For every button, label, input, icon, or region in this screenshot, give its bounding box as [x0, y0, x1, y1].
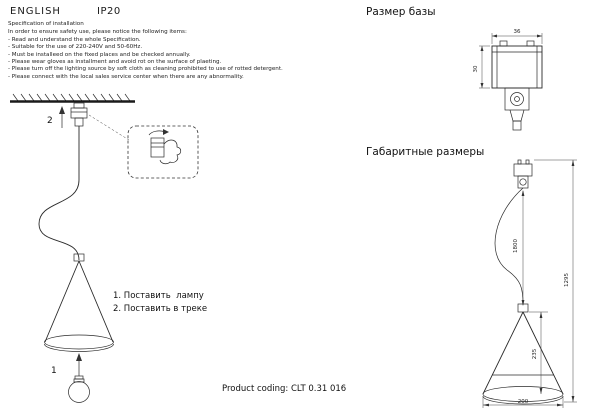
hand-icon: [159, 139, 182, 165]
base-size-drawing: 36 30: [473, 29, 543, 131]
cone-shade: [482, 303, 564, 405]
base-size-title: Размер базы: [366, 6, 436, 18]
spec-title: Specification of installation: [8, 21, 84, 27]
shade-height-value: 235: [532, 348, 538, 359]
installation-steps: 1. Поставить лампу 2. Поставить в треке: [113, 290, 207, 316]
bulb-icon: [68, 375, 90, 403]
screw-outer: [510, 92, 524, 106]
adapter-in-callout: [150, 137, 165, 158]
prong: [526, 40, 535, 47]
lock-body: [504, 87, 530, 111]
adapter-grip: [74, 117, 84, 127]
width-dimension: 36: [491, 29, 543, 44]
callout-leader-line: [88, 114, 130, 141]
bulb-thread: [74, 375, 84, 380]
callout-box: [127, 125, 199, 179]
step1-text: 1. Поставить лампу: [113, 291, 204, 301]
spec-item: - Please turn off the lighting source by…: [8, 66, 283, 73]
total-height-dimension: 1295: [534, 159, 577, 403]
shade-rim: [482, 386, 564, 402]
spec-item: - Read and understand the whole Specific…: [8, 36, 141, 43]
height-dimension: 30: [473, 45, 490, 89]
twist-callout: [127, 125, 199, 179]
shade-diameter-dimension: 200: [482, 396, 564, 408]
shade-rim-lower: [44, 343, 114, 352]
overall-dimensions-drawing: 1800 1295 235 200: [482, 159, 577, 408]
shade-sides: [44, 260, 114, 343]
track-adapter: [70, 102, 88, 127]
specification-block: Specification of installation In order t…: [8, 21, 288, 81]
shade-rim: [44, 334, 114, 350]
pendant-wire: [494, 187, 524, 305]
overall-dimensions-title: Габаритные размеры: [366, 146, 485, 158]
screw-inner: [514, 96, 520, 102]
shade-sides: [482, 311, 564, 395]
adapter-stem: [73, 102, 85, 109]
track-rail: [10, 93, 135, 103]
up-arrow-icon: [59, 106, 65, 114]
total-height-value: 1295: [564, 273, 570, 287]
spec-item: - Must be installeed on the fixed places…: [8, 51, 191, 58]
bulb-glass: [68, 381, 90, 403]
adapter-body: [70, 107, 88, 119]
spec-item: - Please connect with the local sales se…: [8, 73, 244, 80]
cone-shade: [44, 253, 114, 352]
connector-body: [513, 163, 533, 177]
step2-text: 2. Поставить в треке: [113, 304, 208, 314]
product-coding: Product coding: CLT 0.31 016: [222, 384, 347, 394]
height-value: 30: [473, 65, 479, 72]
wire-length-dimension: 1800: [513, 190, 525, 306]
ip-rating: IP20: [97, 6, 121, 17]
lock-neck: [509, 109, 525, 122]
wire-length-value: 1800: [513, 239, 519, 253]
base-body: [491, 40, 543, 89]
track-hatching: [12, 93, 131, 102]
spec-intro: In order to ensure safety use, please no…: [8, 29, 187, 36]
installation-diagram: 2 1: [10, 93, 199, 403]
step2-number: 2: [47, 116, 53, 126]
cable-exit: [512, 120, 522, 131]
shade-height-dimension: 235: [529, 311, 548, 394]
bulb-up-arrow-icon: [76, 353, 82, 361]
step1-marker: 1: [51, 353, 82, 376]
spec-item: - Suitable for the use of 220-240V and 5…: [8, 44, 143, 51]
step1-number: 1: [51, 366, 57, 376]
shade-diameter-value: 200: [518, 399, 529, 405]
bulb-thread: [73, 378, 85, 383]
width-value: 36: [514, 29, 521, 35]
rotate-arrowhead: [163, 129, 169, 135]
shade-rim-lower: [482, 395, 564, 405]
spec-item: - Please wear gloves as installment and …: [8, 59, 222, 66]
connector-screw: [519, 178, 527, 186]
prong: [499, 40, 508, 47]
top-connector: [513, 159, 533, 189]
language-label: ENGLISH: [10, 6, 61, 17]
step2-marker: 2: [47, 106, 65, 128]
rotate-arrow-icon: [148, 130, 166, 136]
pendant-wire: [38, 126, 80, 261]
base-lock: [504, 87, 530, 131]
